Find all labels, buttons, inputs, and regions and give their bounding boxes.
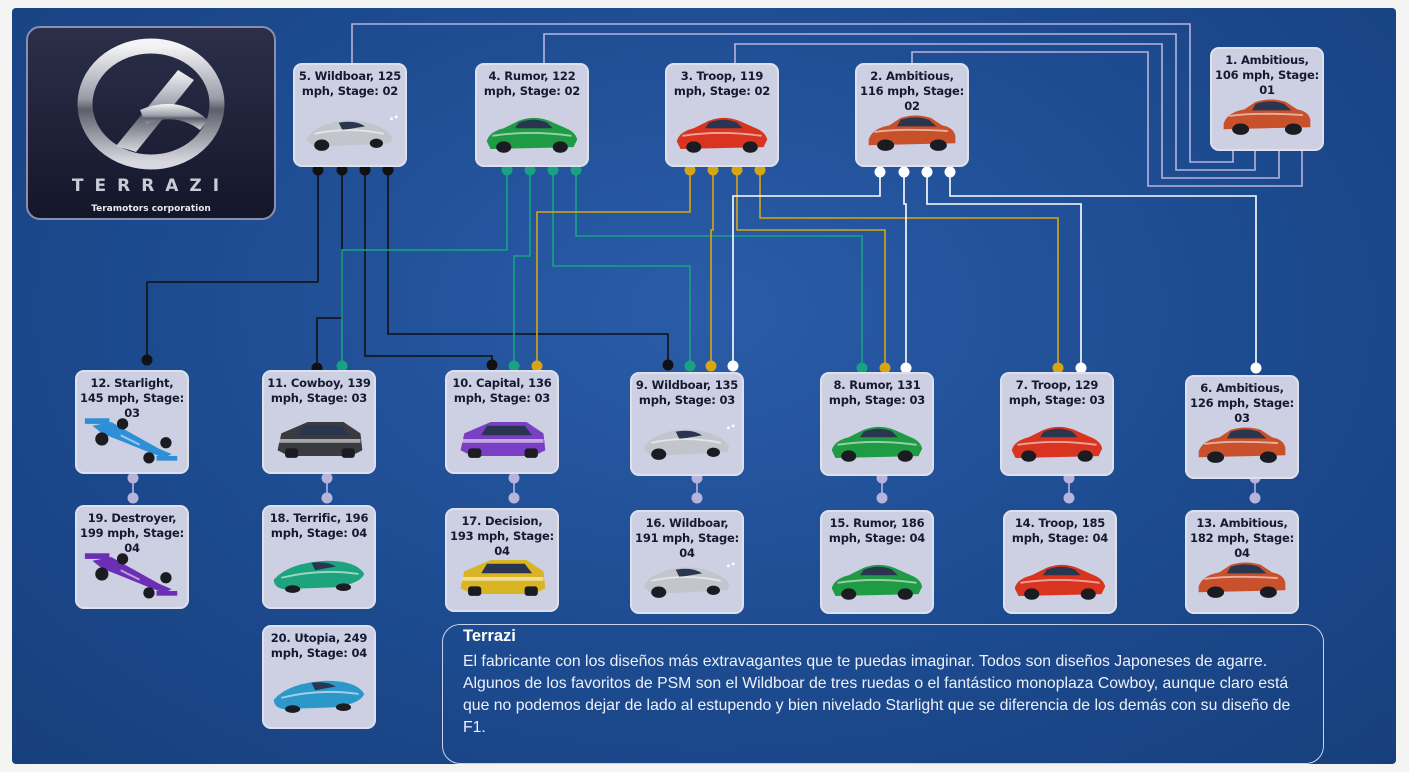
car-image [270, 547, 368, 601]
car-card-19: 19. Destroyer, 199 mph, Stage: 04 [75, 505, 189, 609]
car-image [673, 105, 771, 159]
connector-dot [509, 493, 520, 504]
rumor-line [553, 170, 690, 366]
connector-dot [663, 360, 674, 371]
car-card-6: 6. Ambitious, 126 mph, Stage: 03 [1185, 375, 1299, 479]
connector-dot [1251, 363, 1262, 374]
connector-dot [922, 167, 933, 178]
car-image [1193, 552, 1291, 606]
car-image [270, 412, 368, 466]
car-card-5: 5. Wildboar, 125 mph, Stage: 02 [293, 63, 407, 167]
car-card-17: 17. Decision, 193 mph, Stage: 04 [445, 508, 559, 612]
description-text: El fabricante con los diseños más extrav… [463, 651, 1315, 739]
car-card-title: 7. Troop, 129 mph, Stage: 03 [1003, 378, 1111, 408]
connector-dot [1064, 493, 1075, 504]
car-card-14: 14. Troop, 185 mph, Stage: 04 [1003, 510, 1117, 614]
car-card-2: 2. Ambitious, 116 mph, Stage: 02 [855, 63, 969, 167]
car-image [1193, 417, 1291, 471]
troop-line [711, 170, 713, 366]
car-image [1011, 552, 1109, 606]
connector-dot [128, 473, 139, 484]
troop-line [760, 170, 1058, 368]
car-card-8: 8. Rumor, 131 mph, Stage: 03 [820, 372, 934, 476]
car-card-1: 1. Ambitious, 106 mph, Stage: 01 [1210, 47, 1324, 151]
car-card-15: 15. Rumor, 186 mph, Stage: 04 [820, 510, 934, 614]
brand-name: TERRAZI [28, 176, 274, 196]
rumor-line [342, 170, 507, 366]
ambitious-line [950, 172, 1256, 368]
car-card-title: 20. Utopia, 249 mph, Stage: 04 [265, 631, 373, 661]
connector-dot [899, 167, 910, 178]
connector-dot [945, 167, 956, 178]
connector-dot [487, 360, 498, 371]
connector-dot [142, 355, 153, 366]
ambitious-line [904, 172, 906, 368]
car-card-18: 18. Terrific, 196 mph, Stage: 04 [262, 505, 376, 609]
car-card-9: 9. Wildboar, 135 mph, Stage: 03 [630, 372, 744, 476]
car-card-12: 12. Starlight, 145 mph, Stage: 03 [75, 370, 189, 474]
car-card-title: 3. Troop, 119 mph, Stage: 02 [668, 69, 776, 99]
troop-line [537, 170, 690, 366]
car-image [1008, 414, 1106, 468]
car-image [83, 412, 181, 466]
car-card-11: 11. Cowboy, 139 mph, Stage: 03 [262, 370, 376, 474]
rumor-line [576, 170, 862, 368]
car-card-title: 10. Capital, 136 mph, Stage: 03 [448, 376, 556, 406]
connector-dot [728, 361, 739, 372]
description-title: Terrazi [463, 627, 516, 646]
car-card-title: 8. Rumor, 131 mph, Stage: 03 [823, 378, 931, 408]
car-card-title: 11. Cowboy, 139 mph, Stage: 03 [265, 376, 373, 406]
connector-dot [692, 493, 703, 504]
connector-dot [1250, 493, 1261, 504]
description-box: Terrazi El fabricante con los diseños má… [442, 624, 1324, 764]
wildboar-line [388, 170, 668, 365]
car-image [638, 414, 736, 468]
car-card-3: 3. Troop, 119 mph, Stage: 02 [665, 63, 779, 167]
car-image [301, 105, 399, 159]
car-image [828, 414, 926, 468]
car-image [270, 667, 368, 721]
car-image [453, 550, 551, 604]
connector-dot [706, 361, 717, 372]
car-image [828, 552, 926, 606]
car-card-7: 7. Troop, 129 mph, Stage: 03 [1000, 372, 1114, 476]
connector-dot [877, 493, 888, 504]
connector-dot [509, 473, 520, 484]
wildboar-line [317, 170, 342, 368]
connector-dot [322, 493, 333, 504]
connector-dot [128, 493, 139, 504]
car-card-title: 9. Wildboar, 135 mph, Stage: 03 [633, 378, 741, 408]
wildboar-line [365, 170, 492, 365]
car-card-4: 4. Rumor, 122 mph, Stage: 02 [475, 63, 589, 167]
car-image [483, 105, 581, 159]
connector-dot [875, 167, 886, 178]
car-card-16: 16. Wildboar, 191 mph, Stage: 04 [630, 510, 744, 614]
car-image [1218, 89, 1316, 143]
brand-subtitle: Teramotors corporation [28, 204, 274, 214]
car-card-title: 18. Terrific, 196 mph, Stage: 04 [265, 511, 373, 541]
terrazi-logo-emblem [28, 28, 274, 178]
brand-logo-panel: TERRAZI Teramotors corporation [26, 26, 276, 220]
car-card-title: 5. Wildboar, 125 mph, Stage: 02 [296, 69, 404, 99]
ambitious-line [733, 172, 880, 366]
car-card-title: 14. Troop, 185 mph, Stage: 04 [1006, 516, 1114, 546]
connector-dot [685, 361, 696, 372]
rumor-line [514, 170, 530, 366]
link-line [735, 44, 1279, 178]
car-image [863, 105, 961, 159]
car-image [638, 552, 736, 606]
car-card-10: 10. Capital, 136 mph, Stage: 03 [445, 370, 559, 474]
car-image [453, 412, 551, 466]
connector-dot [322, 473, 333, 484]
car-card-title: 15. Rumor, 186 mph, Stage: 04 [823, 516, 931, 546]
car-card-13: 13. Ambitious, 182 mph, Stage: 04 [1185, 510, 1299, 614]
car-image [83, 547, 181, 601]
car-card-20: 20. Utopia, 249 mph, Stage: 04 [262, 625, 376, 729]
car-card-title: 4. Rumor, 122 mph, Stage: 02 [478, 69, 586, 99]
